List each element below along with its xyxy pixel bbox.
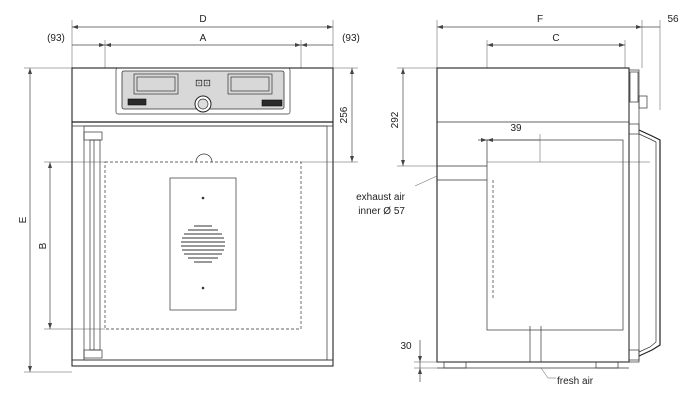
door-side xyxy=(628,69,640,363)
dim-F-label: F xyxy=(537,14,543,25)
panel-buttons xyxy=(127,98,147,106)
dim-E-label: E xyxy=(18,216,29,223)
dim-292-label: 292 xyxy=(390,111,401,128)
fan-panel xyxy=(169,177,237,311)
foot-left xyxy=(443,361,467,369)
knob-side xyxy=(638,95,648,109)
dim-30-label: 30 xyxy=(400,341,412,352)
dim-left-margin-label: (93) xyxy=(47,33,65,44)
dim-A-label: A xyxy=(200,33,207,44)
oven-housing-front xyxy=(71,67,334,367)
dim-C-label: C xyxy=(552,33,559,44)
dim-right-margin-label: (93) xyxy=(342,33,360,44)
exhaust-diameter-label: inner Ø 57 xyxy=(358,206,405,217)
chamber-interior xyxy=(104,161,302,330)
foot-right xyxy=(595,361,619,369)
dim-B-label: B xyxy=(38,242,49,249)
dim-56-label: 56 xyxy=(667,14,679,25)
brand-plate xyxy=(261,99,283,107)
front-view: D (93) A (93) ⊡⊡ xyxy=(18,14,360,373)
right-display xyxy=(227,73,273,95)
left-display xyxy=(133,73,179,95)
door-handle-side xyxy=(638,129,661,357)
dim-39-label: 39 xyxy=(510,123,522,134)
chamber-side xyxy=(486,139,624,331)
fresh-air-label: fresh air xyxy=(557,376,594,387)
dim-256-label: 256 xyxy=(339,106,350,123)
panel-center-symbol: ⊡⊡ xyxy=(195,78,211,89)
exhaust-air-label: exhaust air xyxy=(356,192,406,203)
oven-housing-side xyxy=(436,67,630,363)
side-view: F 56 C xyxy=(356,14,679,387)
fan-grille xyxy=(181,225,225,263)
base-front xyxy=(71,359,334,367)
dim-D-label: D xyxy=(199,14,206,25)
